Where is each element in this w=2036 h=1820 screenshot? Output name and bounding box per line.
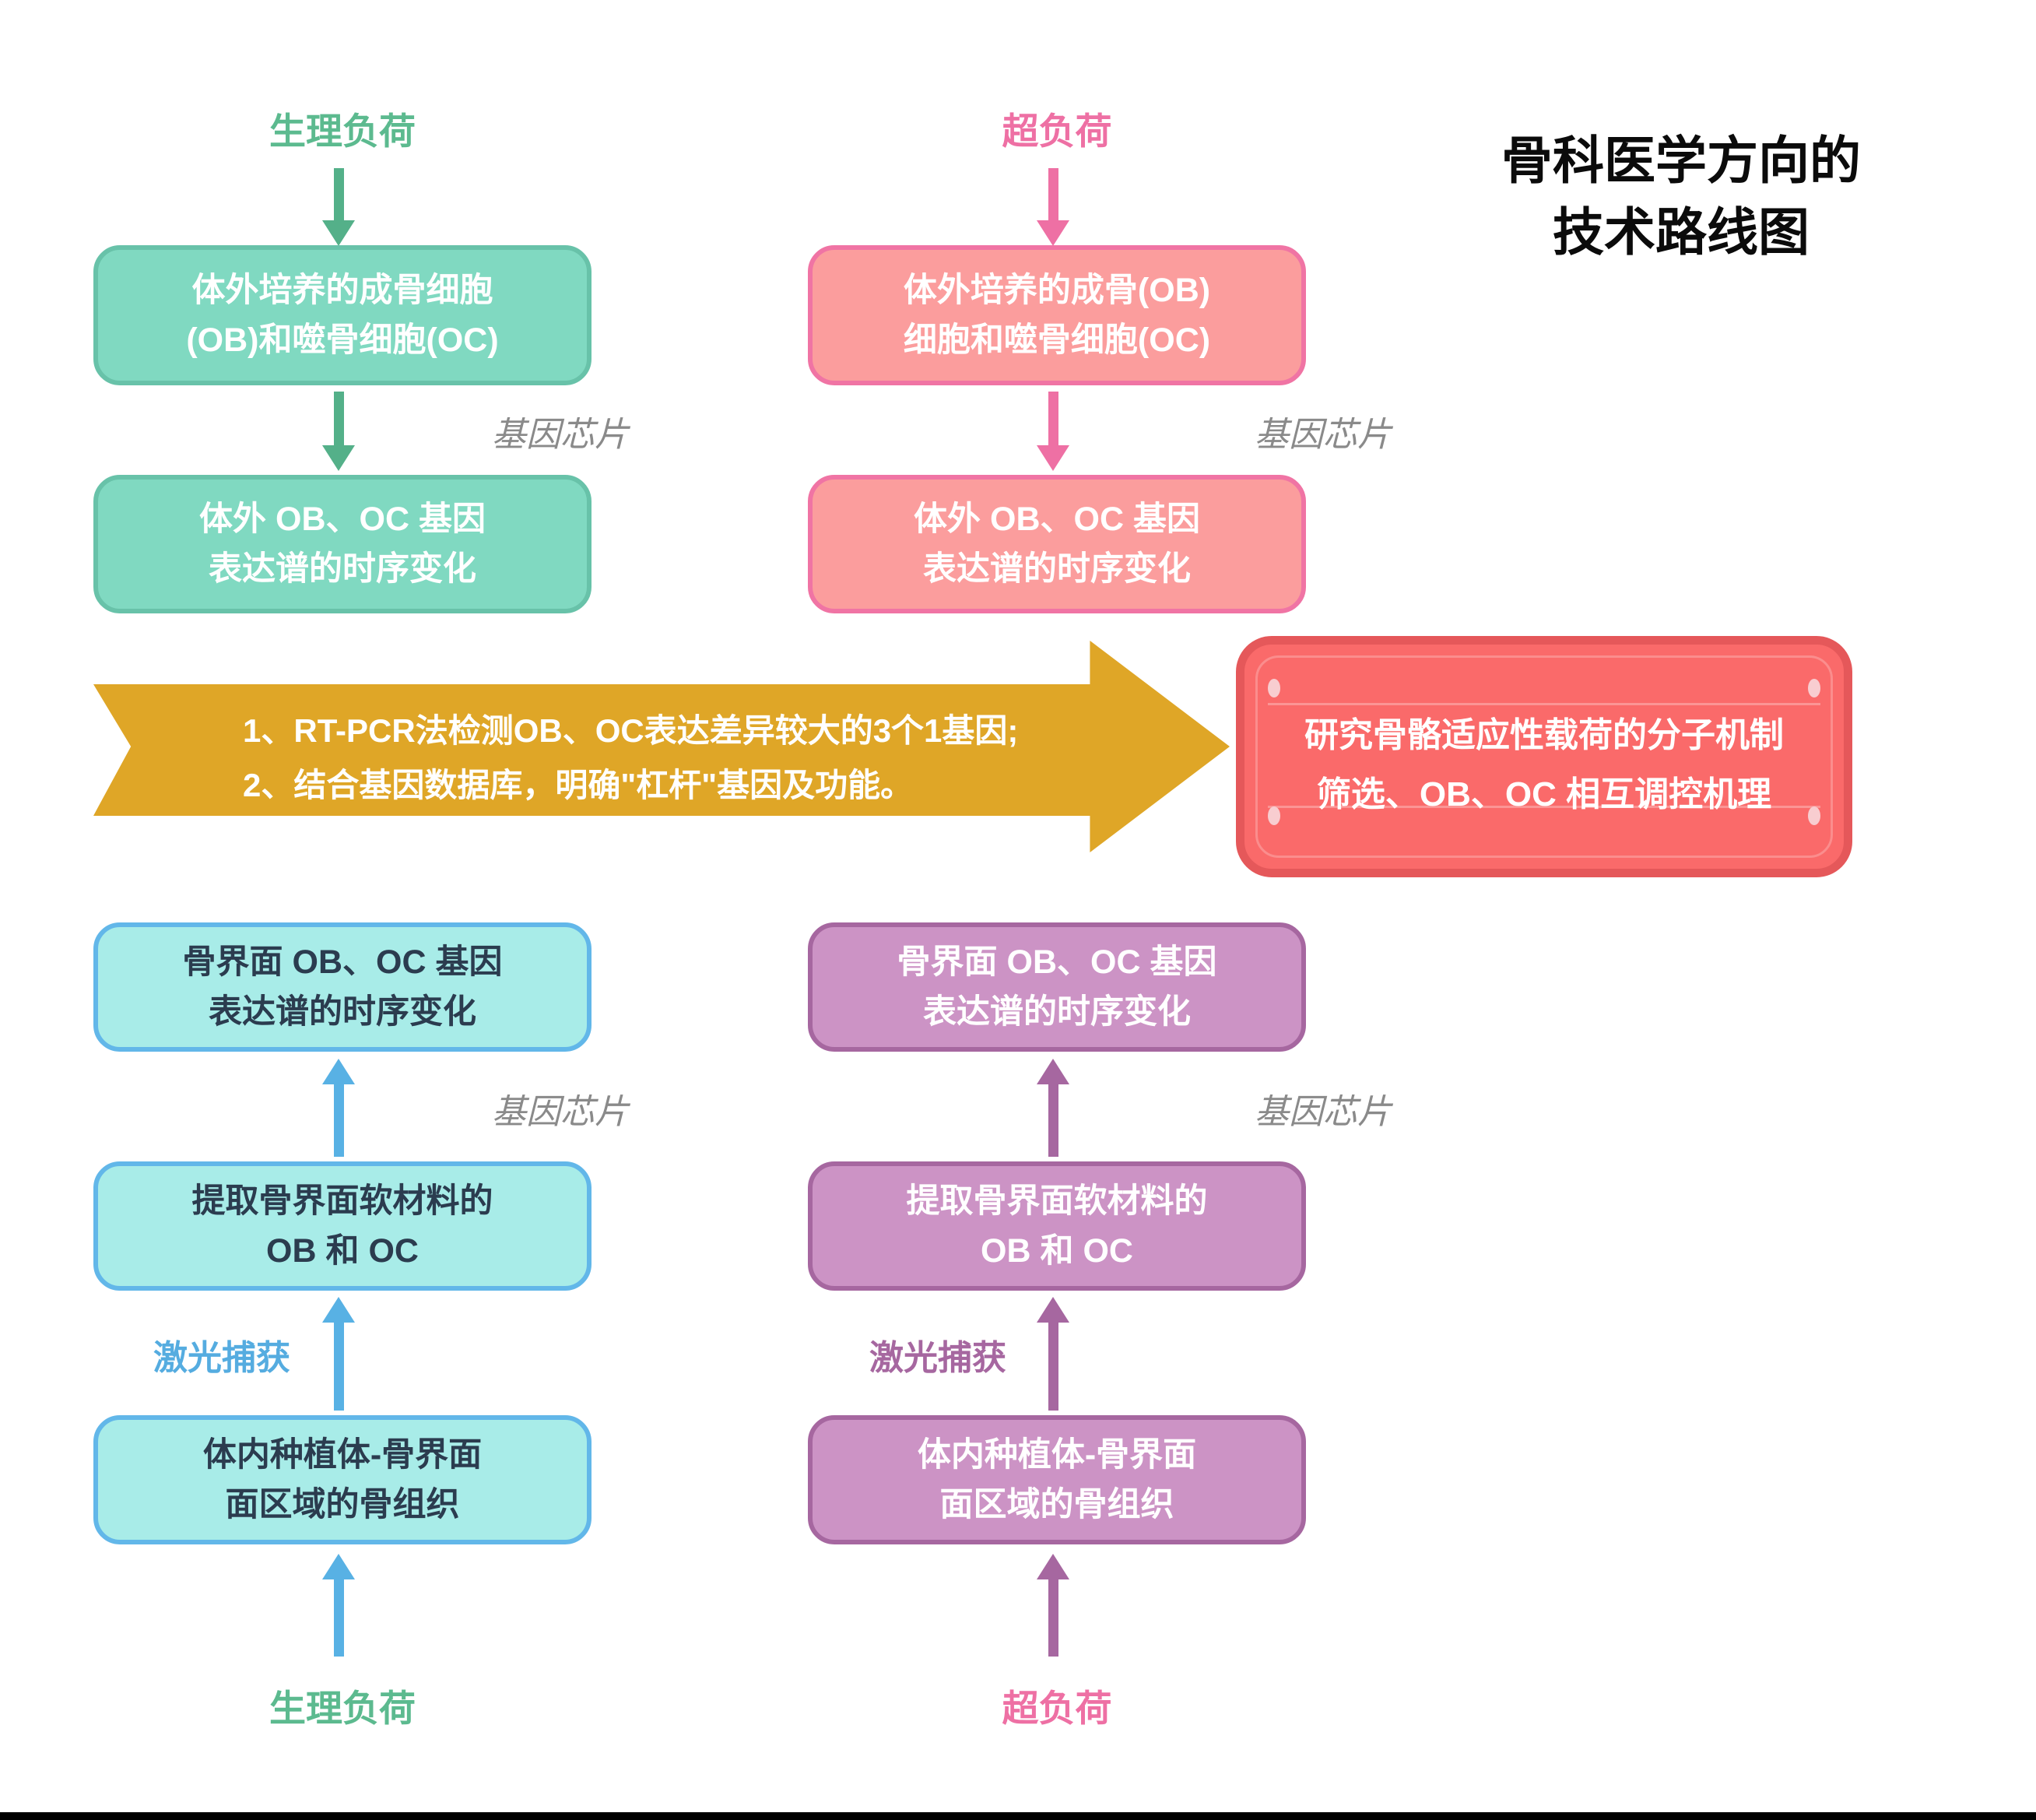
box-text-line: 细胞和噬骨细胞(OC) bbox=[903, 321, 1211, 359]
result-text-line-1: 研究骨骼适应性载荷的分子机制 bbox=[1304, 716, 1784, 754]
box-invitro-cells-left: 体外培养的成骨细胞 (OB)和噬骨细胞(OC) bbox=[93, 245, 591, 385]
arrow-up-purple-2 bbox=[1037, 1297, 1069, 1411]
box-text-line: 提取骨界面软材料的 bbox=[906, 1182, 1208, 1220]
arrow-head-icon bbox=[322, 1297, 355, 1323]
arrow-down-green-1 bbox=[322, 168, 355, 246]
arrow-head-icon bbox=[1037, 1059, 1069, 1084]
gene-chip-label-top-right: 基因芯片 bbox=[1255, 416, 1392, 454]
box-text-line: 体内种植体-骨界面 bbox=[917, 1435, 1197, 1474]
banner-text-line-1: 1、RT-PCR法检测OB、OC表达差异较大的3个1基因; bbox=[243, 712, 1019, 749]
arrow-up-blue-2 bbox=[322, 1297, 355, 1411]
result-divider-bottom bbox=[1268, 806, 1820, 808]
rivet-icon bbox=[1268, 679, 1280, 697]
rivet-icon bbox=[1808, 806, 1820, 825]
box-text-line: 体外 OB、OC 基因 bbox=[914, 500, 1200, 538]
arrow-head-icon bbox=[1037, 220, 1069, 246]
box-text-line: 表达谱的时序变化 bbox=[923, 993, 1191, 1031]
arrow-up-blue-3 bbox=[322, 1554, 355, 1657]
arrow-shaft bbox=[333, 392, 344, 445]
label-overload-top: 超负荷 bbox=[1002, 111, 1112, 152]
box-text-line: 骨界面 OB、OC 基因 bbox=[182, 943, 503, 981]
laser-capture-label-left: 激光捕获 bbox=[153, 1339, 290, 1377]
arrow-shaft bbox=[1048, 1323, 1058, 1411]
arrow-shaft bbox=[333, 1323, 344, 1411]
box-implant-bone-right: 体内种植体-骨界面 面区域的骨组织 bbox=[808, 1415, 1306, 1544]
arrow-up-purple-3 bbox=[1037, 1554, 1069, 1657]
arrow-head-icon bbox=[1037, 445, 1069, 471]
page-title: 骨科医学方向的 技术路线图 bbox=[1463, 125, 1899, 269]
banner-arrow-right-icon: 1、RT-PCR法检测OB、OC表达差异较大的3个1基因; 2、结合基因数据库，… bbox=[93, 641, 1230, 852]
banner-text-line-2: 2、结合基因数据库，明确"杠杆"基因及功能。 bbox=[243, 767, 914, 803]
bottom-edge-bar bbox=[0, 1812, 2036, 1820]
box-invitro-cells-right: 体外培养的成骨(OB) 细胞和噬骨细胞(OC) bbox=[808, 245, 1306, 385]
result-text-line-2: 筛选、OB、OC 相互调控机理 bbox=[1316, 775, 1772, 813]
rivet-icon bbox=[1268, 806, 1280, 825]
arrow-shaft bbox=[1048, 168, 1058, 220]
gene-chip-label-bottom-left: 基因芯片 bbox=[492, 1093, 629, 1131]
box-text-line: 骨界面 OB、OC 基因 bbox=[897, 943, 1217, 981]
box-invitro-expression-right: 体外 OB、OC 基因 表达谱的时序变化 bbox=[808, 475, 1306, 613]
arrow-head-icon bbox=[322, 1554, 355, 1579]
box-text-line: 体外培养的成骨细胞 bbox=[191, 271, 493, 309]
box-text-line: OB 和 OC bbox=[266, 1232, 419, 1270]
label-overload-bottom: 超负荷 bbox=[1002, 1688, 1112, 1729]
gene-chip-label-bottom-right: 基因芯片 bbox=[1255, 1093, 1392, 1131]
box-text-line: 表达谱的时序变化 bbox=[923, 550, 1191, 588]
box-text-line: 体外 OB、OC 基因 bbox=[199, 500, 486, 538]
box-text-line: 体内种植体-骨界面 bbox=[202, 1435, 483, 1474]
arrow-head-icon bbox=[1037, 1554, 1069, 1579]
arrow-shaft bbox=[333, 1084, 344, 1157]
result-box-inner-frame bbox=[1255, 655, 1833, 858]
box-text-line: 面区域的骨组织 bbox=[225, 1486, 460, 1523]
box-text-line: 面区域的骨组织 bbox=[939, 1486, 1174, 1523]
result-box: 研究骨骼适应性载荷的分子机制 筛选、OB、OC 相互调控机理 bbox=[1236, 636, 1852, 877]
box-text-line: OB 和 OC bbox=[981, 1232, 1133, 1270]
result-divider-top bbox=[1268, 703, 1820, 705]
arrow-up-blue-1 bbox=[322, 1059, 355, 1157]
label-physiological-load-bottom: 生理负荷 bbox=[269, 1688, 416, 1729]
box-extract-obc-right: 提取骨界面软材料的 OB 和 OC bbox=[808, 1161, 1306, 1291]
arrow-down-pink-1 bbox=[1037, 168, 1069, 246]
box-text-line: 体外培养的成骨(OB) bbox=[903, 271, 1211, 309]
arrow-up-purple-1 bbox=[1037, 1059, 1069, 1157]
box-interface-expression-right: 骨界面 OB、OC 基因 表达谱的时序变化 bbox=[808, 922, 1306, 1052]
arrow-down-green-2 bbox=[322, 392, 355, 471]
page-title-line-2: 技术路线图 bbox=[1553, 203, 1810, 262]
box-extract-obc-left: 提取骨界面软材料的 OB 和 OC bbox=[93, 1161, 591, 1291]
page-title-line-1: 骨科医学方向的 bbox=[1501, 132, 1861, 189]
box-implant-bone-left: 体内种植体-骨界面 面区域的骨组织 bbox=[93, 1415, 591, 1544]
arrow-head-icon bbox=[322, 445, 355, 471]
arrow-shaft bbox=[1048, 1084, 1058, 1157]
laser-capture-label-right: 激光捕获 bbox=[869, 1339, 1006, 1377]
arrow-head-icon bbox=[1037, 1297, 1069, 1323]
box-text-line: (OB)和噬骨细胞(OC) bbox=[186, 321, 499, 359]
box-text-line: 表达谱的时序变化 bbox=[209, 550, 476, 588]
arrow-shaft bbox=[1048, 392, 1058, 445]
box-interface-expression-left: 骨界面 OB、OC 基因 表达谱的时序变化 bbox=[93, 922, 591, 1052]
rivet-icon bbox=[1808, 679, 1820, 697]
arrow-shaft bbox=[333, 168, 344, 220]
arrow-shaft bbox=[1048, 1579, 1058, 1657]
box-invitro-expression-left: 体外 OB、OC 基因 表达谱的时序变化 bbox=[93, 475, 591, 613]
box-text-line: 提取骨界面软材料的 bbox=[191, 1182, 493, 1220]
box-text-line: 表达谱的时序变化 bbox=[209, 993, 476, 1031]
arrow-head-icon bbox=[322, 1059, 355, 1084]
arrow-head-icon bbox=[322, 220, 355, 246]
label-physiological-load-top: 生理负荷 bbox=[269, 111, 416, 152]
gene-chip-label-top-left: 基因芯片 bbox=[492, 416, 629, 454]
arrow-down-pink-2 bbox=[1037, 392, 1069, 471]
arrow-shaft bbox=[333, 1579, 344, 1657]
